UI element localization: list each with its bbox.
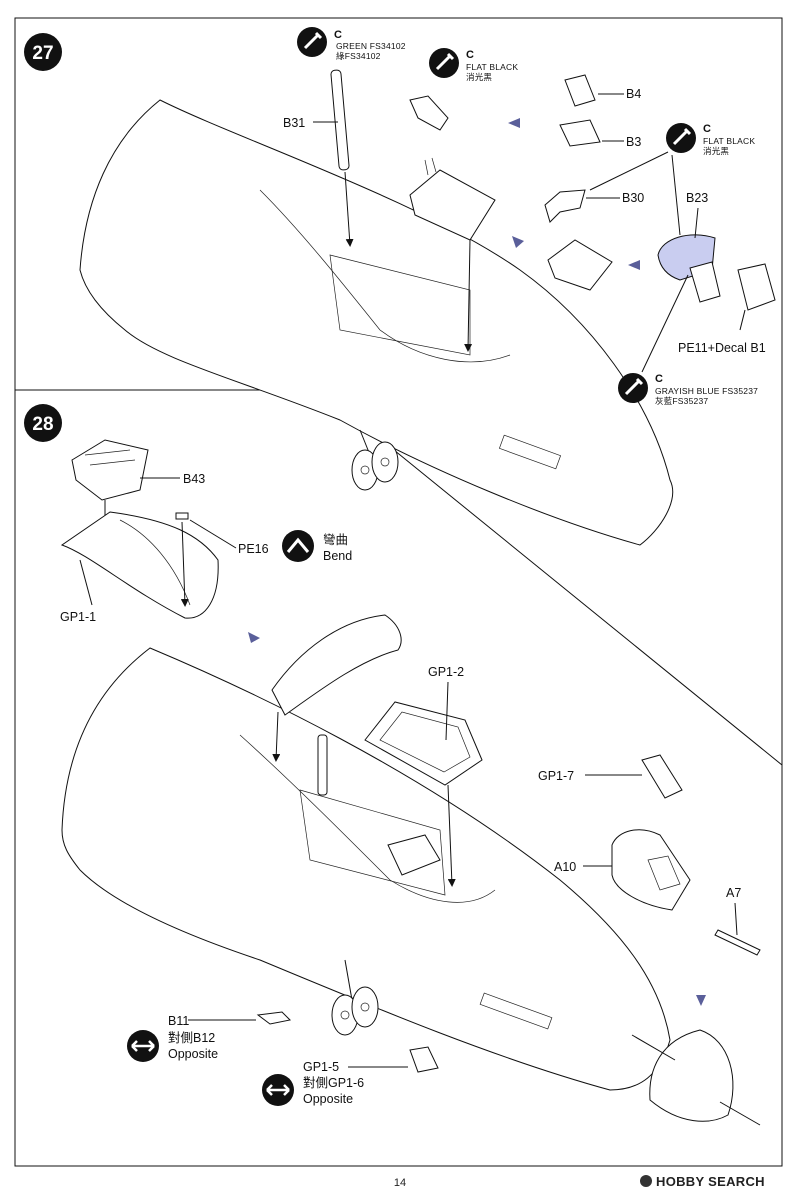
panel-28: [479, 992, 553, 1030]
paint-code-3: C: [703, 123, 711, 135]
paint-name-4: GRAYISH BLUE FS35237: [655, 386, 758, 396]
label-B4: B4: [626, 87, 641, 101]
bend-text: 彎曲: [323, 532, 348, 547]
landing-gear-27: [351, 429, 399, 491]
direction-arrow: [628, 260, 640, 270]
opposite-callout-B12: 對側B12 Opposite: [127, 1030, 218, 1062]
part-GP1-1: [60, 511, 219, 619]
paint-code-4: C: [655, 373, 663, 385]
opposite-en-2: Opposite: [303, 1092, 353, 1106]
part-seat-headrest: [409, 95, 449, 131]
paint-callout-grayish-blue: C GRAYISH BLUE FS35237 灰藍FS35237: [618, 373, 758, 406]
label-B23: B23: [686, 191, 708, 205]
step-27: 27 B31 C GREEN FS34102 綠FS34102: [24, 27, 776, 546]
paint-callout-green: C GREEN FS34102 綠FS34102: [297, 27, 406, 61]
paint-code-1: C: [334, 29, 342, 41]
label-B30: B30: [622, 191, 644, 205]
part-B4: [564, 74, 596, 107]
opposite-alt-2: 對側GP1-6: [303, 1076, 364, 1090]
label-GP1-5: GP1-5: [303, 1060, 339, 1074]
hobby-search-logo-icon: [640, 1175, 652, 1187]
label-PE11-decal-B1: PE11+Decal B1: [678, 341, 766, 355]
label-A10: A10: [554, 860, 576, 874]
paint-name-2: FLAT BLACK: [466, 62, 518, 72]
part-B43: [71, 439, 149, 501]
paint-name-1: GREEN FS34102: [336, 41, 406, 51]
part-PE16: [175, 512, 189, 520]
label-B11: B11: [168, 1014, 189, 1028]
part-B30: [544, 189, 586, 223]
direction-arrow: [512, 236, 524, 248]
fuselage-step27: [79, 99, 674, 546]
landing-gear-28: [331, 959, 379, 1036]
label-B3: B3: [626, 135, 641, 149]
cockpit-rim-27: [259, 189, 511, 363]
opposite-callout-GP1-6: 對側GP1-6 Opposite: [262, 1074, 364, 1106]
label-GP1-7: GP1-7: [538, 769, 574, 783]
part-PE11-plate: [689, 261, 721, 303]
part-B11: [256, 1011, 292, 1025]
label-A7: A7: [726, 886, 741, 900]
paint-name-alt-2: 消光黑: [466, 72, 492, 82]
step-28-badge: [24, 404, 62, 442]
part-B31-antenna: [330, 69, 350, 171]
part-GP1-2: [364, 701, 483, 786]
step-28: 28 B43 GP1-1 PE16 彎曲 Bend: [24, 404, 761, 1126]
label-GP1-2: GP1-2: [428, 665, 464, 679]
label-GP1-1: GP1-1: [60, 610, 96, 624]
page-number: 14: [394, 1177, 406, 1189]
label-B31: B31: [283, 116, 305, 130]
paint-name-alt-3: 消光黑: [703, 146, 729, 156]
bend-text-en: Bend: [323, 549, 352, 563]
direction-arrow: [508, 118, 520, 128]
part-instrument-panel-b30: [547, 239, 613, 291]
label-B43: B43: [183, 472, 205, 486]
step-27-badge: [24, 33, 62, 71]
paint-code-2: C: [466, 49, 474, 61]
panel-27: [498, 434, 562, 470]
part-A10: [611, 829, 691, 911]
part-A7: [714, 929, 761, 956]
paint-name-3: FLAT BLACK: [703, 136, 755, 146]
part-instrument-panel-27: [409, 169, 496, 241]
part-canopy: [271, 614, 402, 716]
step-28-number: 28: [32, 414, 53, 435]
opposite-en-1: Opposite: [168, 1047, 218, 1061]
opposite-alt-1: 對側B12: [168, 1031, 215, 1045]
pitot-probe: [719, 1101, 761, 1126]
watermark-text: HOBBY SEARCH: [656, 1174, 765, 1189]
part-control-stick: [317, 734, 328, 796]
part-B3: [559, 119, 601, 147]
direction-arrow: [696, 995, 706, 1006]
paint-name-alt-4: 灰藍FS35237: [655, 396, 708, 406]
paint-name-alt-1: 綠FS34102: [336, 51, 381, 61]
cockpit-tub-28: [299, 789, 446, 896]
part-GP1-7: [641, 754, 683, 799]
bend-icon: [282, 530, 314, 562]
part-decal-B1: [737, 263, 776, 311]
cockpit-rim-28: [239, 734, 496, 903]
step-27-number: 27: [32, 43, 53, 64]
cockpit-tub-27: [329, 254, 471, 356]
paint-callout-flat-black-2: C FLAT BLACK 消光黑: [666, 123, 755, 156]
bend-callout: 彎曲 Bend: [282, 530, 352, 563]
part-seat-28: [387, 834, 441, 876]
paint-callout-flat-black-1: C FLAT BLACK 消光黑: [429, 48, 518, 82]
part-GP1-5: [409, 1046, 439, 1073]
part-nose-cone: [649, 1029, 734, 1122]
watermark: HOBBY SEARCH: [640, 1174, 765, 1189]
page-frame: [14, 17, 783, 1167]
fuselage-step28: [61, 647, 671, 1091]
label-PE16: PE16: [238, 542, 269, 556]
direction-arrow: [248, 632, 260, 643]
